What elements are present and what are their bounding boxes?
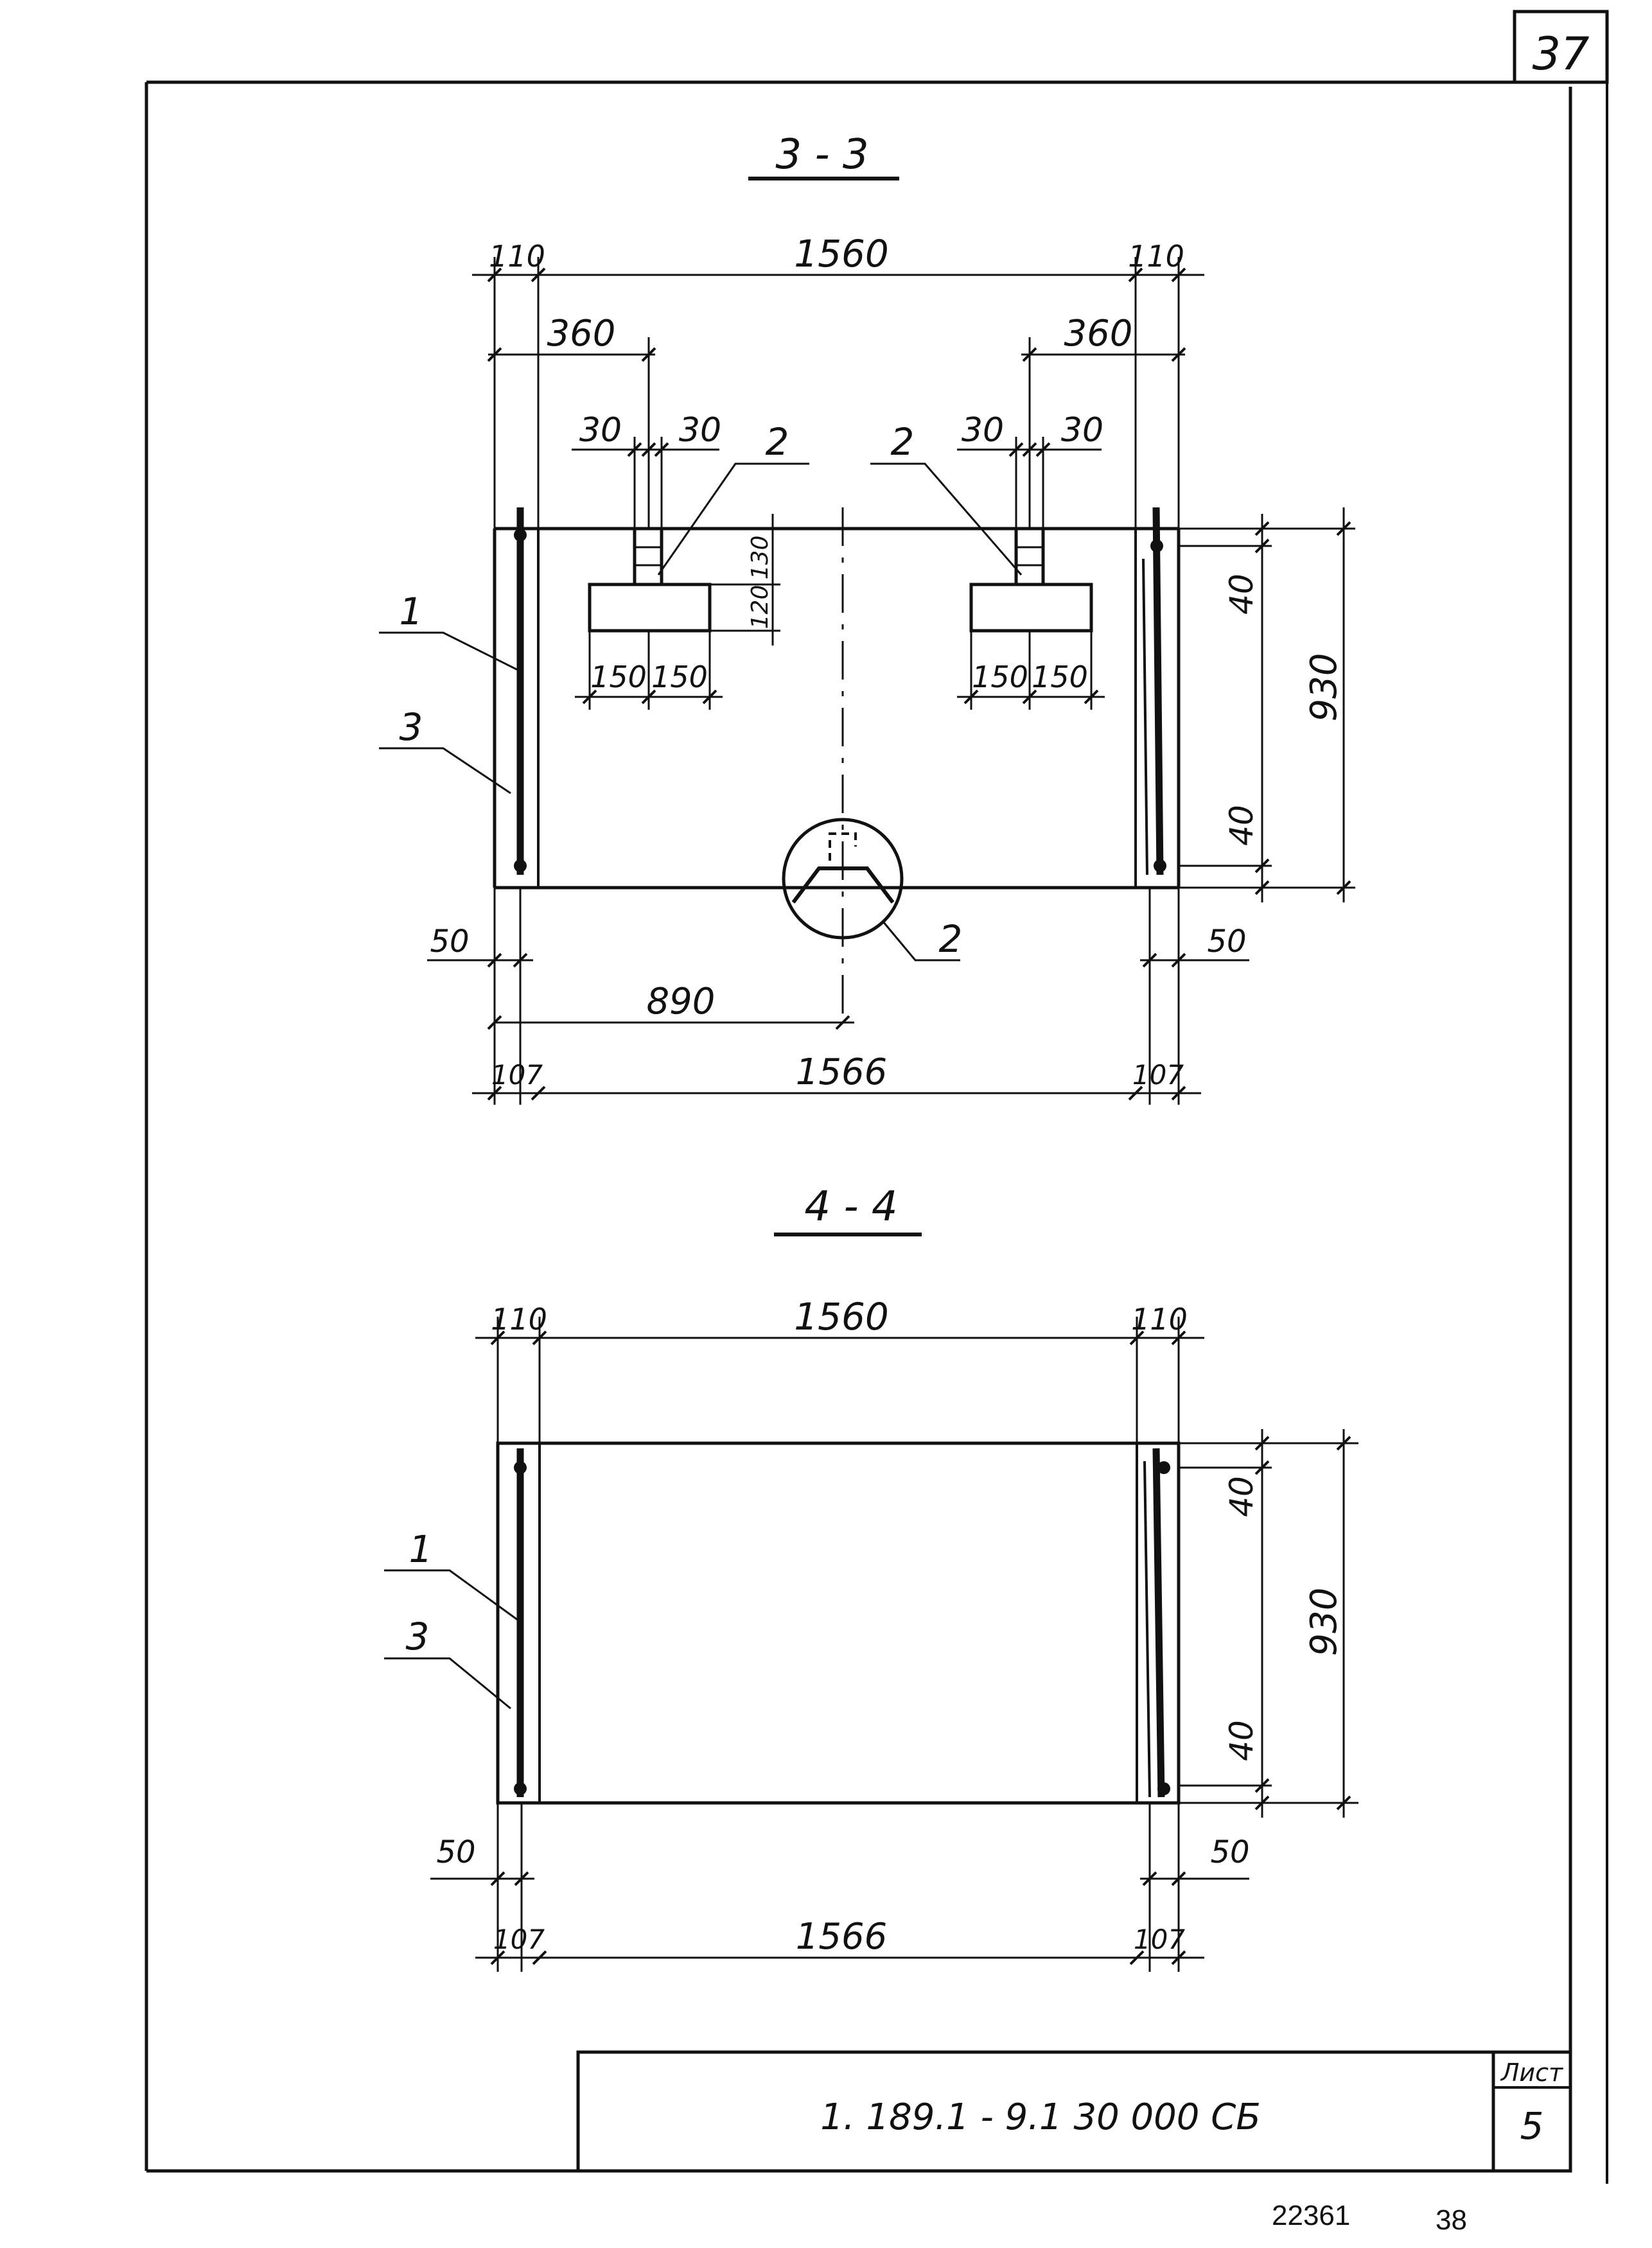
dim-top-left-edge: 110 — [489, 239, 545, 274]
section-3-3-bar-ends — [514, 529, 1166, 872]
dim-left-foot-b: 150 — [651, 660, 708, 694]
insert-right — [969, 527, 1093, 633]
dim-right-lip: 50 — [1207, 924, 1246, 960]
page-number: 37 — [1532, 28, 1589, 80]
dim-right-foot-b: 150 — [1032, 660, 1088, 694]
dim-foot-h1: 130 — [747, 536, 773, 580]
detail-circle — [782, 818, 904, 940]
dim-left-slot-b: 30 — [679, 411, 721, 450]
dim-left-lip: 50 — [430, 924, 469, 960]
dim-right-lip: 50 — [1210, 1834, 1249, 1870]
dim-foot-h2: 120 — [747, 585, 773, 629]
dim-top-right-edge: 110 — [1128, 239, 1184, 274]
section-3-3-leaders — [379, 462, 1023, 962]
dim-bot-left-edge: 107 — [491, 1059, 543, 1091]
section-3-3-body — [493, 507, 1181, 890]
sheet-frame — [145, 10, 1609, 2184]
dim-right-slot-b: 30 — [1061, 411, 1103, 450]
dim-left-lip: 50 — [436, 1834, 475, 1870]
section-4-4-dim-lines — [430, 1317, 1358, 1972]
dim-right-total: 930 — [1303, 653, 1345, 722]
callout-2-right: 2 — [891, 420, 915, 464]
title-block — [576, 2050, 1572, 2173]
section-3-3-dim-lines — [427, 257, 1355, 1105]
dim-right-top: 40 — [1223, 574, 1260, 615]
sheet-label: Лист — [1500, 2059, 1564, 2087]
dim-bot-overall: 1566 — [796, 1051, 888, 1093]
section-4-4-body — [496, 1441, 1181, 1805]
section-4-4: 4 - 4 — [384, 1183, 1358, 1972]
callout-1: 1 — [400, 590, 423, 633]
dim-left-offset: 360 — [547, 313, 616, 355]
dim-top-right-edge: 110 — [1131, 1302, 1188, 1337]
section-4-4-bar-ends — [514, 1461, 1170, 1795]
dim-left-slot-a: 30 — [579, 411, 622, 450]
dim-right-bottom: 40 — [1223, 1720, 1260, 1761]
section-3-3: 3 - 3 — [379, 131, 1355, 1105]
dim-right-offset: 360 — [1064, 313, 1133, 355]
dim-right-top: 40 — [1223, 1476, 1260, 1517]
dim-center: 890 — [647, 981, 716, 1023]
callout-2-detail: 2 — [939, 917, 963, 961]
dim-top-overall: 1560 — [794, 232, 889, 276]
insert-left — [588, 527, 712, 633]
dim-bot-right-edge: 107 — [1132, 1059, 1184, 1091]
callout-1: 1 — [409, 1527, 433, 1571]
footer-page: 38 — [1436, 2204, 1467, 2236]
section-4-4-leaders — [384, 1569, 521, 1710]
section-4-4-ticks — [490, 1330, 1351, 1965]
callout-3: 3 — [400, 705, 423, 749]
dim-right-total: 930 — [1303, 1588, 1345, 1656]
sheet-number: 5 — [1520, 2104, 1544, 2148]
dim-right-foot-a: 150 — [972, 660, 1028, 694]
dim-top-left-edge: 110 — [491, 1302, 547, 1337]
dim-right-slot-a: 30 — [962, 411, 1004, 450]
section-title-3-3: 3 - 3 — [775, 131, 868, 179]
dim-right-bottom: 40 — [1223, 805, 1260, 846]
dim-left-foot-a: 150 — [590, 660, 647, 694]
dim-bot-left-edge: 107 — [493, 1924, 545, 1955]
section-title-4-4: 4 - 4 — [804, 1183, 897, 1231]
callout-3: 3 — [406, 1615, 430, 1658]
drawing-designation: 1. 189.1 - 9.1 30 000 СБ — [820, 2096, 1260, 2138]
dim-top-overall: 1560 — [794, 1295, 889, 1339]
callout-2-left: 2 — [766, 420, 789, 464]
footer-doc-id: 22361 — [1272, 2200, 1351, 2231]
dim-bot-right-edge: 107 — [1134, 1924, 1185, 1955]
section-3-3-ticks — [487, 267, 1351, 1101]
dim-bot-overall: 1566 — [796, 1916, 888, 1958]
